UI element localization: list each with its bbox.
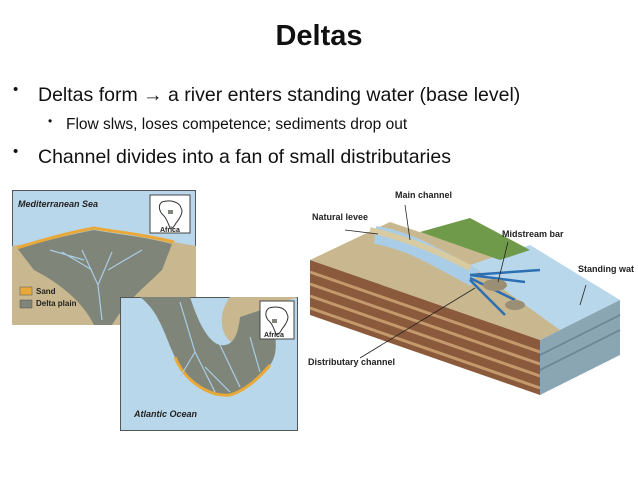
nile-delta-map: Africa Mediterranean Sea Sand Delta plai… bbox=[12, 190, 196, 325]
ocean-label: Atlantic Ocean bbox=[133, 409, 198, 419]
label-standing-water: Standing water bbox=[578, 264, 634, 274]
sea-label: Mediterranean Sea bbox=[18, 199, 98, 209]
africa-inset-label: Africa bbox=[264, 332, 284, 339]
africa-inset-label: Africa bbox=[160, 227, 180, 234]
slide-title: Deltas bbox=[275, 20, 363, 52]
svg-text:Standing water: Standing water bbox=[578, 264, 634, 274]
svg-text:Distributary channel: Distributary channel bbox=[308, 357, 395, 367]
delta-block-diagram: Main channel Natural levee Midstream bar… bbox=[308, 190, 634, 395]
svg-text:Midstream bar: Midstream bar bbox=[502, 229, 564, 239]
sub-bullet-text: Flow slws, loses competence; sediments d… bbox=[66, 116, 408, 133]
bullet-prefix: Deltas form bbox=[38, 84, 138, 106]
legend-sand-label: Sand bbox=[36, 287, 56, 296]
label-main-channel: Main channel bbox=[395, 190, 452, 200]
bullet-suffix: a river enters standing water (base leve… bbox=[168, 84, 521, 106]
svg-text:Main channel: Main channel bbox=[395, 190, 452, 200]
sub-bullet-flow: • Flow slws, loses competence; sediments… bbox=[48, 114, 408, 134]
bullet-dot: • bbox=[13, 143, 19, 160]
niger-delta-map: Africa Atlantic Ocean bbox=[120, 297, 298, 431]
svg-text:Delta plain: Delta plain bbox=[36, 299, 77, 308]
africa-inset-icon bbox=[158, 200, 183, 229]
legend-delta-label: Delta plain bbox=[36, 299, 77, 308]
svg-text:Natural levee: Natural levee bbox=[312, 212, 368, 222]
bullet-text: Channel divides into a fan of small dist… bbox=[38, 146, 451, 168]
label-distributary-channel: Distributary channel bbox=[308, 357, 395, 367]
sub-bullet-dot: • bbox=[48, 114, 53, 128]
bullet-dot: • bbox=[13, 81, 19, 98]
label-midstream-bar: Midstream bar bbox=[502, 229, 564, 239]
bullet-deltas-form: • Deltas form → a river enters standing … bbox=[13, 81, 521, 107]
label-natural-levee: Natural levee bbox=[312, 212, 368, 222]
arrow-right-icon: → bbox=[143, 84, 163, 106]
bullet-channel-divides: • Channel divides into a fan of small di… bbox=[13, 143, 451, 169]
